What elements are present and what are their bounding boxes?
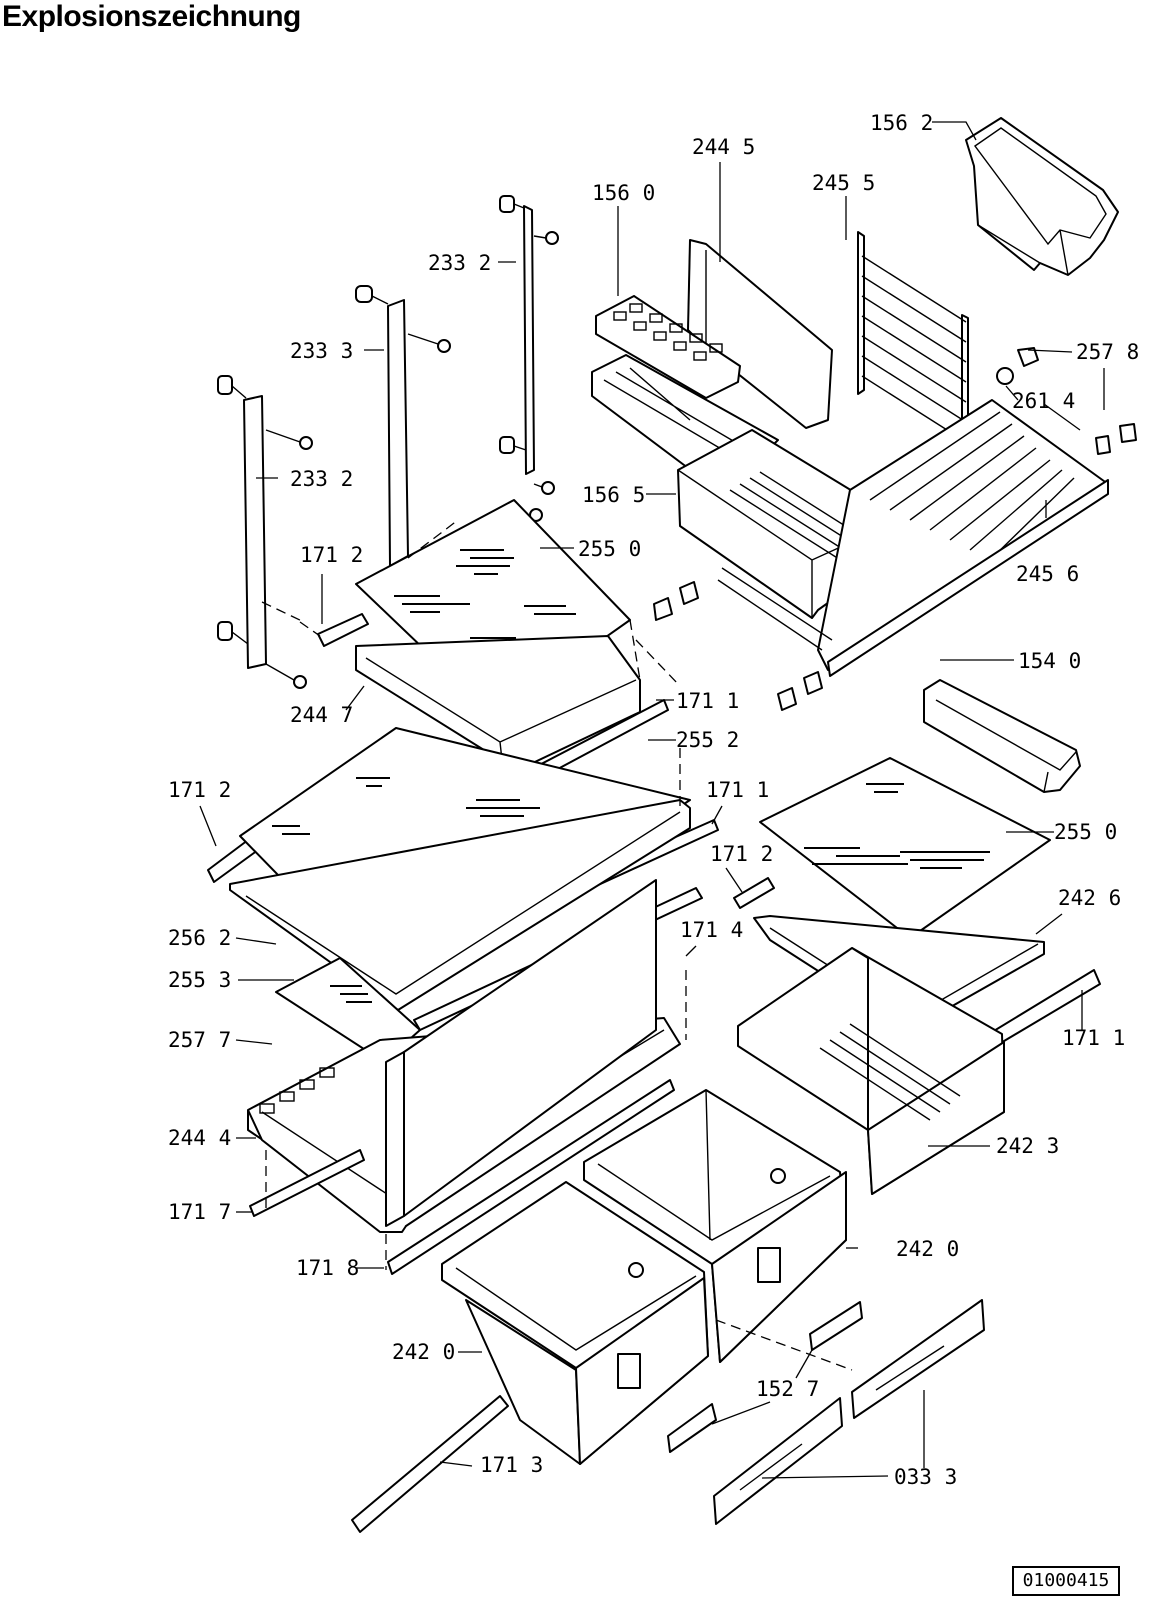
label-256-2: 256 2 bbox=[168, 926, 231, 950]
door-shelf-154-0-part bbox=[923, 679, 1081, 793]
rail-left-part bbox=[217, 375, 313, 689]
label-171-3: 171 3 bbox=[480, 1453, 543, 1477]
label-245-6: 245 6 bbox=[1016, 562, 1079, 586]
leader-lines bbox=[199, 121, 1105, 1479]
label-255-0-right: 255 0 bbox=[1054, 820, 1117, 844]
label-255-3: 255 3 bbox=[168, 968, 231, 992]
drawer-242-0-lower-part bbox=[441, 1181, 853, 1465]
label-171-7: 171 7 bbox=[168, 1200, 231, 1224]
label-257-7: 257 7 bbox=[168, 1028, 231, 1052]
label-171-1-right: 171 1 bbox=[1062, 1026, 1125, 1050]
label-171-4: 171 4 bbox=[680, 918, 743, 942]
label-245-5: 245 5 bbox=[812, 171, 875, 195]
rail-171-3-part bbox=[351, 1395, 509, 1533]
door-bin-part bbox=[965, 117, 1119, 276]
brackets-152-7-part bbox=[667, 1301, 863, 1453]
label-156-5: 156 5 bbox=[582, 483, 645, 507]
label-154-0: 154 0 bbox=[1018, 649, 1081, 673]
label-152-7: 152 7 bbox=[756, 1377, 819, 1401]
label-233-2-lower: 233 2 bbox=[290, 467, 353, 491]
label-171-8: 171 8 bbox=[296, 1256, 359, 1280]
back-plate-part bbox=[687, 239, 833, 429]
label-233-3: 233 3 bbox=[290, 339, 353, 363]
frame-244-7-part bbox=[299, 613, 641, 771]
label-171-2-upper: 171 2 bbox=[300, 543, 363, 567]
label-244-4: 244 4 bbox=[168, 1126, 231, 1150]
label-171-2-left: 171 2 bbox=[168, 778, 231, 802]
clips-257-8-part bbox=[653, 347, 1137, 711]
label-033-3: 033 3 bbox=[894, 1465, 957, 1489]
label-244-7: 244 7 bbox=[290, 703, 353, 727]
handles-033-3-part bbox=[713, 1299, 985, 1525]
label-156-0: 156 0 bbox=[592, 181, 655, 205]
label-156-2: 156 2 bbox=[870, 111, 933, 135]
frame-256-2-part bbox=[229, 799, 691, 1011]
label-242-3: 242 3 bbox=[996, 1134, 1059, 1158]
label-171-1-middle: 171 1 bbox=[706, 778, 769, 802]
dashed-guide-lines bbox=[261, 519, 687, 1040]
box-244-4-part bbox=[247, 879, 681, 1275]
page-title: Explosionszeichnung bbox=[2, 0, 301, 33]
label-257-8: 257 8 bbox=[1076, 340, 1139, 364]
label-255-2: 255 2 bbox=[676, 728, 739, 752]
drawer-242-0-upper-part bbox=[583, 1089, 847, 1363]
label-261-4: 261 4 bbox=[1012, 389, 1075, 413]
wire-rack-vertical-part bbox=[857, 231, 969, 463]
rail-right-part bbox=[499, 195, 559, 495]
label-242-0-upper: 242 0 bbox=[896, 1237, 959, 1261]
label-171-1-upper: 171 1 bbox=[676, 689, 739, 713]
label-255-0-upper: 255 0 bbox=[578, 537, 641, 561]
shelf-255-0-right-part bbox=[759, 757, 1051, 939]
label-242-0-lower: 242 0 bbox=[392, 1340, 455, 1364]
label-233-2-upper: 233 2 bbox=[428, 251, 491, 275]
drawer-242-3-part bbox=[737, 947, 1005, 1195]
drawing-number-box: 01000415 bbox=[1012, 1566, 1120, 1596]
label-244-5: 244 5 bbox=[692, 135, 755, 159]
shelf-255-3-part bbox=[275, 957, 421, 1063]
shelf-245-6-part bbox=[717, 399, 1109, 677]
part-labels: 156 2 244 5 245 5 156 0 233 2 233 3 257 … bbox=[168, 111, 1139, 1489]
label-171-2-right: 171 2 bbox=[710, 842, 773, 866]
label-242-6: 242 6 bbox=[1058, 886, 1121, 910]
